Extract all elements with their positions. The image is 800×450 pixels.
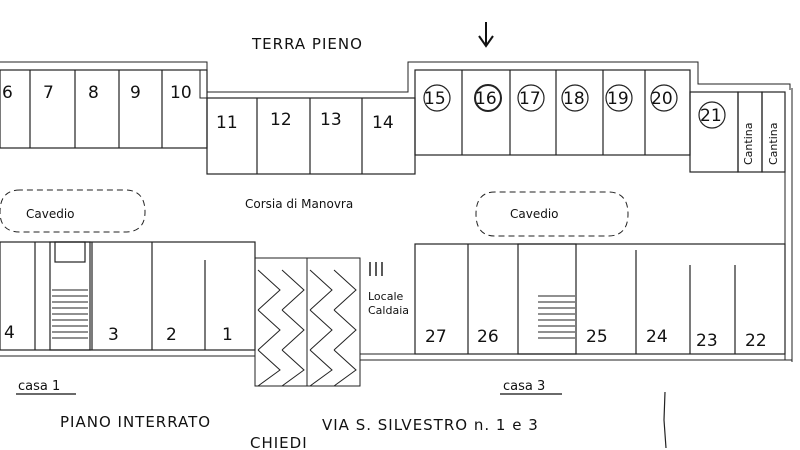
box-19: 19	[607, 89, 629, 109]
bottom-left-block	[0, 241, 256, 351]
cantina-2-label: Cantina	[767, 123, 780, 165]
cavedio-left-label: Cavedio	[26, 207, 75, 221]
box-6: 6	[2, 83, 13, 103]
cavedio-right	[475, 191, 629, 237]
box-4: 4	[4, 323, 15, 343]
top-mid-box-row	[206, 97, 416, 175]
box-9: 9	[130, 83, 141, 103]
box-16: 16	[475, 89, 497, 109]
box-21-circle	[698, 101, 726, 129]
box-8: 8	[88, 83, 99, 103]
box-12: 12	[270, 110, 292, 130]
north-arrow-icon	[478, 22, 494, 48]
chiedi-label: CHIEDI	[250, 434, 308, 450]
casa-1-label: casa 1	[18, 379, 60, 394]
box-1: 1	[222, 325, 233, 345]
top-left-box-row	[0, 69, 208, 149]
box-17-circle	[517, 84, 545, 112]
box-18-circle	[561, 84, 589, 112]
locale-label: Locale	[368, 290, 404, 303]
top-right-box-row	[414, 69, 786, 173]
box-19-circle	[605, 84, 633, 112]
terrapieno-label: TERRA PIENO	[251, 35, 363, 53]
box-15-circle	[423, 84, 451, 112]
box-11: 11	[216, 113, 238, 133]
box-22: 22	[745, 331, 767, 351]
box-18: 18	[563, 89, 585, 109]
box-13: 13	[320, 110, 342, 130]
box-25: 25	[586, 327, 608, 347]
box-17: 17	[519, 89, 541, 109]
ramp	[254, 257, 361, 387]
via-label: VIA S. SILVESTRO n. 1 e 3	[322, 416, 539, 434]
box-14: 14	[372, 113, 394, 133]
piano-label: PIANO INTERRATO	[60, 413, 211, 431]
bottom-right-block	[414, 243, 786, 355]
stairs-left	[52, 289, 88, 339]
box-20: 20	[651, 89, 673, 109]
cavedio-left	[0, 189, 146, 233]
box-3: 3	[108, 325, 119, 345]
box-2: 2	[166, 325, 177, 345]
box-10: 10	[170, 83, 192, 103]
box-24: 24	[646, 327, 668, 347]
margin-mark	[663, 391, 667, 449]
stairs-right	[538, 295, 575, 339]
caldaia-label: Caldaia	[368, 304, 409, 317]
box-16-circle	[474, 84, 502, 112]
box-15: 15	[424, 89, 446, 109]
casa-3-label: casa 3	[503, 379, 545, 394]
corsia-label: Corsia di Manovra	[245, 197, 353, 211]
box-27: 27	[425, 327, 447, 347]
box-21: 21	[700, 106, 722, 126]
box-20-circle	[650, 84, 678, 112]
box-23: 23	[696, 331, 718, 351]
cantina-1-label: Cantina	[742, 123, 755, 165]
box-7: 7	[43, 83, 54, 103]
cavedio-right-label: Cavedio	[510, 207, 559, 221]
door-icon	[369, 262, 383, 276]
box-26: 26	[477, 327, 499, 347]
